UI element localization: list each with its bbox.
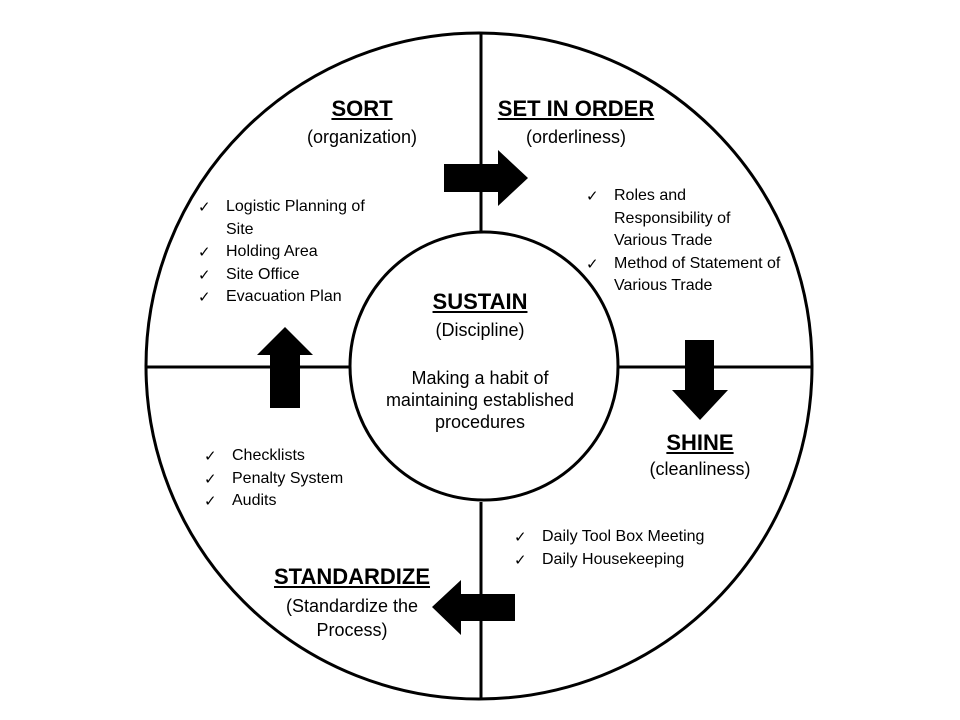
list-item: ✓Evacuation Plan (198, 286, 388, 309)
sort-checklist: ✓Logistic Planning of Site ✓Holding Area… (198, 196, 388, 309)
check-icon: ✓ (204, 492, 217, 510)
check-icon: ✓ (198, 265, 211, 284)
arrow-right-icon (444, 150, 528, 206)
check-icon: ✓ (198, 243, 211, 261)
arrow-down-icon (672, 340, 728, 420)
list-item: ✓Checklists (204, 445, 394, 468)
standardize-subtitle-line2: Process) (316, 620, 388, 640)
list-item: ✓Daily Tool Box Meeting (514, 526, 744, 549)
set-in-order-subtitle: (orderliness) (525, 127, 627, 147)
standardize-checklist: ✓Checklists ✓Penalty System ✓Audits (204, 445, 394, 513)
list-item: ✓Logistic Planning of Site (198, 198, 365, 238)
list-item: ✓Method of Statement of Various Trade (586, 254, 781, 295)
check-icon: ✓ (198, 198, 211, 216)
arrow-left-icon (432, 580, 515, 635)
shine-checklist: ✓Daily Tool Box Meeting ✓Daily Housekeep… (514, 526, 744, 571)
sort-title: SORT (331, 96, 393, 121)
arrow-up-icon (257, 327, 313, 408)
check-icon: ✓ (198, 288, 211, 306)
standardize-title: STANDARDIZE (273, 564, 431, 589)
sustain-description: Making a habit of maintaining establishe… (385, 368, 575, 432)
sustain-title: SUSTAIN (432, 289, 528, 314)
list-item: ✓Site Office (198, 264, 388, 287)
inner-circle (348, 230, 620, 502)
list-item: ✓Roles and Responsibility of Various Tra… (586, 187, 731, 249)
check-icon: ✓ (204, 447, 217, 465)
check-icon: ✓ (204, 469, 217, 488)
check-icon: ✓ (586, 187, 599, 205)
set-in-order-checklist: ✓Roles and Responsibility of Various Tra… (586, 185, 786, 298)
sort-subtitle: (organization) (306, 127, 418, 147)
check-icon: ✓ (586, 254, 599, 273)
list-item: ✓Audits (204, 490, 394, 513)
check-icon: ✓ (514, 528, 527, 546)
standardize-subtitle-line1: (Standardize the (285, 596, 419, 616)
shine-subtitle: (cleanliness) (649, 459, 751, 479)
set-in-order-title: SET IN ORDER (497, 96, 655, 121)
list-item: ✓Penalty System (204, 468, 394, 491)
list-item: ✓Holding Area (198, 241, 388, 264)
sustain-subtitle: (Discipline) (435, 320, 525, 340)
list-item: ✓Daily Housekeeping (514, 549, 744, 572)
shine-title: SHINE (666, 430, 734, 455)
check-icon: ✓ (514, 550, 527, 569)
